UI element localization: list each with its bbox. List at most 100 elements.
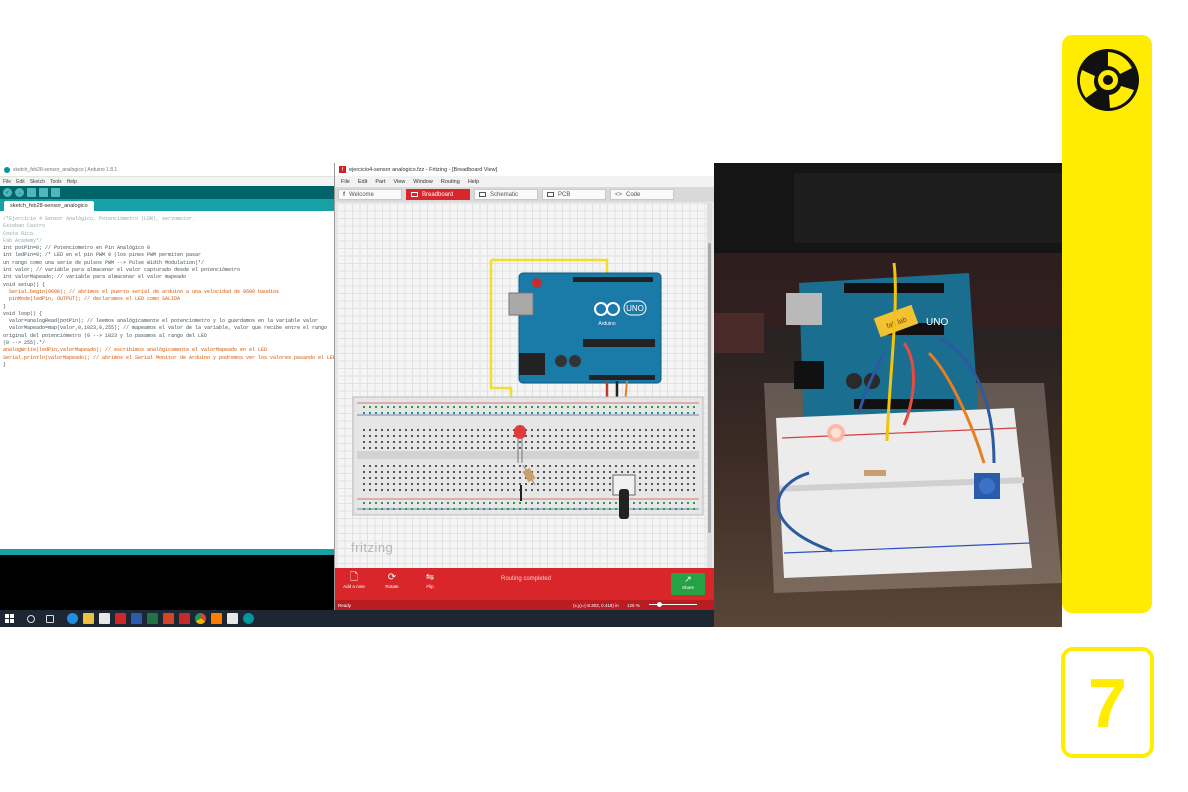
breadboard-hole xyxy=(525,483,527,485)
breadboard-hole xyxy=(501,477,503,479)
tab-breadboard[interactable]: Breadboard xyxy=(406,189,470,200)
search-icon[interactable] xyxy=(27,614,35,623)
tab-code[interactable]: <> Code xyxy=(610,189,674,200)
breadboard-hole xyxy=(393,471,395,473)
scrollbar-thumb[interactable] xyxy=(708,243,711,533)
rotate-button[interactable]: ⟳ Rotate xyxy=(377,572,407,596)
breadboard-hole xyxy=(495,483,497,485)
breadboard-hole xyxy=(489,441,491,443)
breadboard-hole xyxy=(393,441,395,443)
add-note-button[interactable]: 🗋 Add a note xyxy=(339,572,369,596)
arduino-taskbar-icon[interactable] xyxy=(243,613,254,624)
task-view-icon[interactable] xyxy=(46,614,54,623)
breadboard-hole xyxy=(399,483,401,485)
breadboard-hole xyxy=(501,429,503,431)
breadboard-hole xyxy=(597,406,599,408)
chrome-icon[interactable] xyxy=(195,613,206,624)
breadboard-hole xyxy=(621,447,623,449)
fz-menu-help[interactable]: Help xyxy=(467,178,480,185)
upload-icon[interactable]: → xyxy=(15,188,24,197)
breadboard-hole xyxy=(465,508,467,510)
windows-start-icon[interactable] xyxy=(5,614,14,623)
resistor[interactable] xyxy=(522,464,536,486)
fz-menu-edit[interactable]: Edit xyxy=(357,178,368,185)
arduino-uno-board[interactable]: UNO Arduino xyxy=(508,272,662,384)
tab-schematic[interactable]: Schematic xyxy=(474,189,538,200)
breadboard-hole xyxy=(459,508,461,510)
breadboard-hole xyxy=(573,508,575,510)
breadboard-hole xyxy=(399,412,401,414)
breadboard-hole xyxy=(477,489,479,491)
breadboard-hole xyxy=(387,441,389,443)
breadboard-hole xyxy=(417,429,419,431)
ide-sketch-tab[interactable]: sketch_feb28-sensor_analogico xyxy=(4,201,94,211)
breadboard-hole xyxy=(657,435,659,437)
share-button[interactable]: ↗ Share xyxy=(671,573,705,595)
breadboard-hole xyxy=(681,489,683,491)
breadboard-hole xyxy=(591,412,593,414)
new-sketch-icon[interactable] xyxy=(27,188,36,197)
breadboard-hole xyxy=(669,477,671,479)
breadboard-hole xyxy=(369,406,371,408)
illustrator-icon[interactable] xyxy=(211,613,222,624)
powerpoint-icon[interactable] xyxy=(163,613,174,624)
breadboard-hole xyxy=(537,502,539,504)
store-icon[interactable] xyxy=(99,613,110,624)
breadboard-hole xyxy=(657,441,659,443)
breadboard-hole xyxy=(417,489,419,491)
vertical-scrollbar[interactable] xyxy=(707,203,712,568)
file-explorer-icon[interactable] xyxy=(83,613,94,624)
breadboard[interactable] xyxy=(352,396,704,516)
breadboard-hole xyxy=(453,508,455,510)
tab-pcb[interactable]: PCB xyxy=(542,189,606,200)
fritzing-view-tabs: f Welcome Breadboard Schematic PCB <> xyxy=(335,187,714,202)
fz-menu-part[interactable]: Part xyxy=(375,178,386,185)
ide-menu-tools[interactable]: Tools xyxy=(49,178,62,185)
breadboard-hole xyxy=(399,435,401,437)
breadboard-hole xyxy=(393,508,395,510)
red-led[interactable] xyxy=(514,425,526,463)
zoom-slider[interactable] xyxy=(649,604,697,605)
zoom-slider-knob[interactable] xyxy=(657,602,662,607)
breadboard-hole xyxy=(645,483,647,485)
breadboard-hole xyxy=(471,477,473,479)
save-sketch-icon[interactable] xyxy=(51,188,60,197)
open-sketch-icon[interactable] xyxy=(39,188,48,197)
tab-welcome[interactable]: f Welcome xyxy=(338,189,402,200)
breadboard-hole xyxy=(615,412,617,414)
breadboard-hole xyxy=(639,447,641,449)
breadboard-hole xyxy=(471,435,473,437)
potentiometer[interactable] xyxy=(612,474,636,519)
flip-button[interactable]: ⇋ Flip xyxy=(415,572,445,596)
breadboard-hole xyxy=(441,412,443,414)
breadboard-hole xyxy=(507,508,509,510)
ide-menu-sketch[interactable]: Sketch xyxy=(29,178,45,185)
breadboard-hole xyxy=(477,429,479,431)
gift-app-icon[interactable] xyxy=(115,613,126,624)
ide-code-editor[interactable]: /*Ejercicio 4 Sensor Analógico, Potenció… xyxy=(0,214,334,548)
ide-menu-file[interactable]: File xyxy=(3,178,12,185)
breadboard-hole xyxy=(417,406,419,408)
fz-menu-file[interactable]: File xyxy=(341,178,350,185)
fz-menu-window[interactable]: Window xyxy=(413,178,433,185)
breadboard-hole xyxy=(567,489,569,491)
ide-menu-edit[interactable]: Edit xyxy=(16,178,25,185)
ide-menu-help[interactable]: Help xyxy=(66,178,77,185)
acrobat-icon[interactable] xyxy=(227,613,238,624)
breadboard-hole xyxy=(693,406,695,408)
word-icon[interactable] xyxy=(131,613,142,624)
excel-icon[interactable] xyxy=(147,613,158,624)
verify-icon[interactable]: ✓ xyxy=(3,188,12,197)
fz-menu-view[interactable]: View xyxy=(393,178,406,185)
fritzing-taskbar-icon[interactable] xyxy=(179,613,190,624)
breadboard-hole xyxy=(579,465,581,467)
breadboard-hole xyxy=(687,447,689,449)
breadboard-hole xyxy=(471,502,473,504)
breadboard-canvas[interactable]: UNO Arduino xyxy=(337,203,707,568)
breadboard-hole xyxy=(393,435,395,437)
breadboard-hole xyxy=(435,502,437,504)
breadboard-hole xyxy=(555,477,557,479)
breadboard-hole xyxy=(507,477,509,479)
edge-browser-icon[interactable] xyxy=(67,613,78,624)
fz-menu-routing[interactable]: Routing xyxy=(440,178,460,185)
